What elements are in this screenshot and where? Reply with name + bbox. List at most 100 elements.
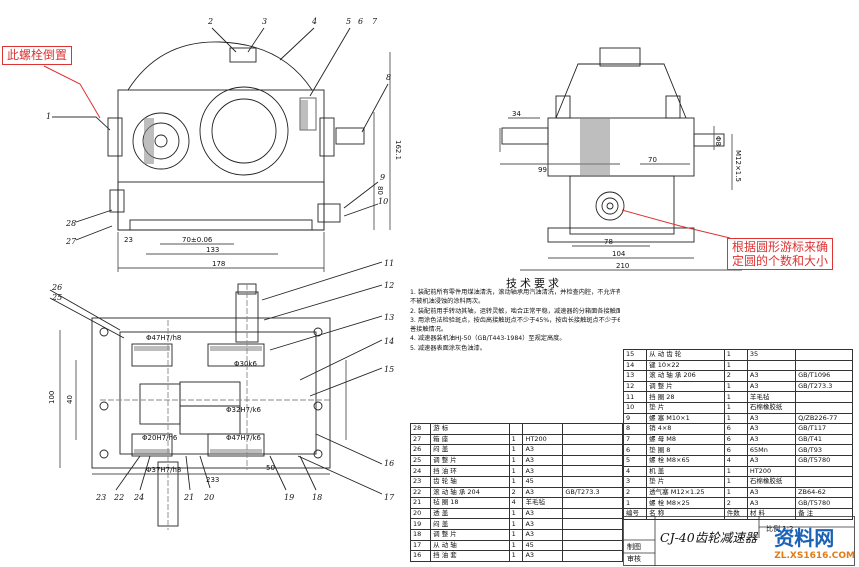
checked-by-label: 审核: [627, 555, 641, 563]
bom-cell: 2: [723, 370, 748, 382]
bom-cell: 1: [723, 476, 748, 488]
dim-top-d1: Φ32H7/k6: [226, 406, 262, 414]
part-label-10: 10: [378, 197, 388, 206]
bom-cell: 螺 母 M8: [646, 433, 725, 446]
part-label-21: 21: [183, 493, 194, 502]
bom-cell: GB/T5780: [795, 497, 853, 509]
bom-cell: 螺 栓 M8×65: [646, 454, 725, 467]
bom-cell: 毡 圈 18: [430, 497, 510, 509]
part-label-28: 28: [65, 219, 76, 228]
bom-cell: 闷 盖: [430, 518, 510, 530]
bom-cell: 7: [622, 433, 648, 446]
bom-cell: [746, 359, 797, 372]
bom-cell: [562, 539, 623, 552]
bom-cell: 1: [508, 454, 524, 467]
bom-cell: [562, 423, 623, 435]
part-label-11: 11: [384, 259, 394, 268]
bom-cell: 8: [622, 423, 648, 435]
bom-cell: 闷 盖: [430, 444, 510, 456]
part-label-25: 25: [51, 293, 62, 302]
tech-note-line: 4. 减速器装机油HJ-50（GB/T443-1984）至规定高度。: [410, 335, 566, 343]
dim-top-d3: Φ20H7/h6: [142, 434, 178, 442]
bom-cell: 3: [622, 476, 648, 488]
bom-cell: 15: [622, 349, 648, 361]
bom-cell: [795, 359, 853, 372]
bom-cell: 9: [622, 412, 648, 425]
dim-side-width: 210: [616, 262, 629, 270]
bom-cell: 垫 圈 8: [646, 444, 725, 456]
bom-cell: 机 盖: [646, 465, 725, 478]
bom-cell: 14: [622, 359, 648, 372]
bom-cell: [508, 423, 524, 435]
bom-cell: 1: [508, 433, 524, 446]
part-label-22: 22: [113, 493, 124, 502]
bom-cell: A3: [746, 486, 797, 499]
bom-cell: 1: [508, 518, 524, 530]
dim-top-40: 40: [66, 395, 74, 404]
bom-cell: GB/T117: [795, 423, 853, 435]
bom-cell: Q/ZB226-77: [795, 412, 853, 425]
bom-cell: 垫 片: [646, 401, 725, 414]
dim-side-70: 70: [648, 156, 657, 164]
bom-cell: 键 10×22: [646, 359, 725, 372]
tech-note-line: 3. 用涂色法检验斑点，按齿高接触斑点不少于45%，按齿长接触斑点不少于60%，…: [410, 316, 620, 324]
bom-cell: 挡 油 套: [430, 550, 510, 562]
bom-cell: 挡 圈 28: [646, 391, 725, 403]
part-label-4: 4: [311, 17, 317, 26]
part-label-26: 26: [51, 283, 62, 292]
dim-side-104: 104: [612, 250, 626, 258]
bom-cell: 22: [409, 486, 432, 499]
bom-cell: 19: [409, 518, 432, 530]
bom-cell: 1: [723, 486, 748, 499]
bom-cell: 1: [508, 465, 524, 477]
part-label-15: 15: [384, 365, 394, 374]
bom-cell: 6: [723, 444, 748, 456]
dim-front-width: 178: [212, 260, 225, 268]
dim-front-80: 80: [376, 186, 384, 195]
dim-front-133: 133: [206, 246, 219, 254]
bom-cell: [522, 423, 564, 435]
tech-note-line: 1. 装配前所有零件用煤油清洗，滚动轴承用汽油清洗，并检查内腔，不允许有金属屑和…: [410, 289, 620, 296]
part-label-17: 17: [384, 493, 395, 502]
bom-cell: 1: [723, 391, 748, 403]
bom-cell: [562, 465, 623, 477]
dim-side-78: 78: [604, 238, 613, 246]
dim-top-d5: Φ47H7/h8: [146, 334, 181, 342]
part-label-8: 8: [386, 73, 391, 82]
bom-cell: A3: [522, 518, 564, 530]
bom-cell: 编号: [622, 507, 648, 520]
bom-cell: 6: [622, 444, 648, 456]
dim-top-d2: Φ47H7/k6: [226, 434, 262, 442]
bom-cell: [795, 401, 853, 414]
bom-cell: 20: [409, 507, 432, 520]
bom-cell: 透气塞 M12×1.25: [646, 486, 725, 499]
part-label-1: 1: [46, 112, 51, 121]
bom-cell: 调 整 片: [430, 528, 510, 541]
bom-cell: [562, 475, 623, 488]
bom-cell: A3: [522, 454, 564, 467]
bom-cell: [795, 349, 853, 361]
bom-cell: [562, 518, 623, 530]
bom-cell: [562, 528, 623, 541]
part-label-19: 19: [284, 493, 294, 502]
tech-title: 技术要求: [506, 277, 562, 290]
bom-cell: 透 盖: [430, 507, 510, 520]
part-label-14: 14: [384, 337, 394, 346]
bom-cell: A3: [746, 423, 797, 435]
bom-cell: 齿 轮 轴: [430, 475, 510, 488]
bom-cell: 从 动 轴: [430, 539, 510, 552]
bom-cell: 1: [622, 497, 648, 509]
bom-cell: 挡 油 环: [430, 465, 510, 477]
bom-cell: [562, 507, 623, 520]
